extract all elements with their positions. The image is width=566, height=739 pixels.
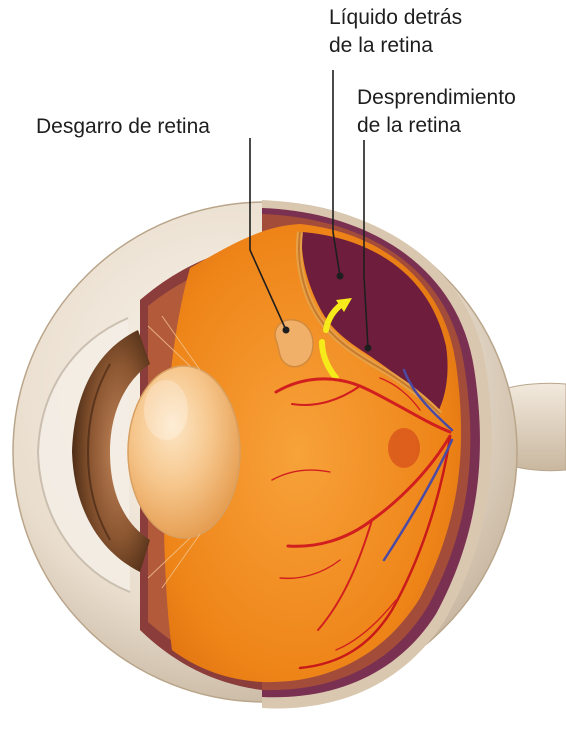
macula (388, 428, 420, 468)
label-detachment-line-2: de la retina (357, 112, 516, 140)
label-tear-line-1: Desgarro de retina (36, 113, 210, 141)
label-detachment: Desprendimiento de la retina (357, 84, 516, 140)
label-tear: Desgarro de retina (36, 113, 210, 141)
label-detachment-line-1: Desprendimiento (357, 84, 516, 112)
label-fluid: Líquido detrás de la retina (329, 4, 462, 60)
lens (128, 366, 240, 538)
label-fluid-line-1: Líquido detrás (329, 4, 462, 32)
label-fluid-line-2: de la retina (329, 32, 462, 60)
